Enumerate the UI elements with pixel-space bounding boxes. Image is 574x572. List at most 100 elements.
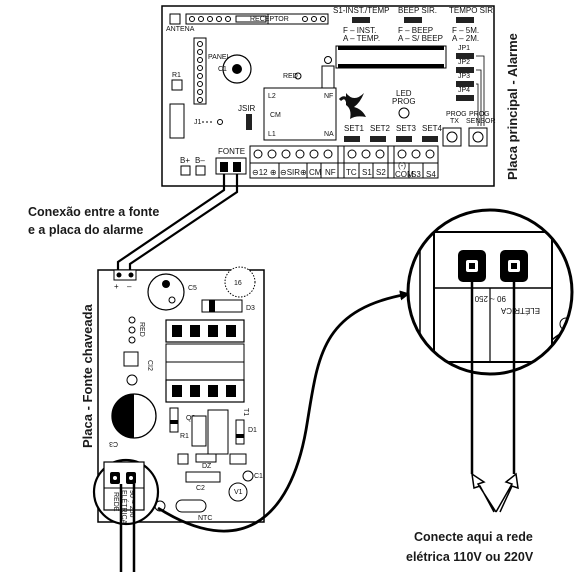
jp-jumpers: [456, 53, 485, 126]
jp2-label: JP2: [458, 59, 470, 66]
psu-rede-label: REDE: [112, 492, 119, 512]
terminal-s1-label: S1: [362, 168, 372, 177]
terminal-com-minus-label: (-): [398, 161, 406, 170]
psu-upper-terminals: [165, 319, 245, 343]
ci2-label: CI2: [146, 360, 153, 371]
psu-eletrica-label: ELÉTRICA: [120, 490, 129, 525]
psu-lower-terminals: [165, 379, 245, 403]
microcontroller-chip: [335, 45, 447, 69]
c3-label: C3: [109, 440, 118, 447]
psu-r1-label: R1: [180, 433, 189, 440]
j1-label: J1: [194, 119, 202, 126]
set3-label: SET3: [396, 124, 417, 133]
fonte-connector: [215, 157, 247, 175]
relay-nf-label: NF: [324, 93, 333, 100]
psu-volt-label: 90 ~ 250: [128, 490, 135, 518]
s1-label: S1-INST./TEMP: [333, 6, 389, 15]
connect-caption-line-1: Conecte aqui a rede: [414, 530, 533, 544]
dz-label: DZ: [202, 463, 212, 470]
relay: [263, 56, 337, 141]
terminal-nf-label: NF: [325, 168, 336, 177]
cm-label: CM: [270, 112, 281, 119]
terminal-cm-label: CM: [309, 168, 322, 177]
psu-board: + – C5 16 D3 RED: [97, 266, 265, 523]
magnified-connector: 90 ~ 250 ELÉTRICA: [406, 208, 574, 376]
zoom-arrow: [157, 290, 410, 533]
psu-c1-label: C1: [254, 473, 263, 480]
terminal-com-label: COM: [395, 170, 414, 179]
receptor-header: [185, 13, 329, 25]
top-jumpers: [352, 17, 474, 23]
set-jumpers: [344, 136, 438, 142]
na-label: NA: [324, 131, 334, 138]
connect-caption-line-2: elétrica 110V ou 220V: [406, 550, 534, 564]
psu-mains-connector: REDE ELÉTRICA 90 ~ 250: [92, 458, 160, 526]
red-connector: [128, 316, 136, 344]
svg-text:16: 16: [234, 280, 242, 287]
terminal-sir-label: ⊖SIR⊕: [280, 168, 307, 177]
psu-minus-label: –: [127, 282, 132, 291]
bminus-label: B–: [195, 156, 205, 165]
connection-caption-line-2: e a placa do alarme: [28, 223, 143, 237]
ntc-label: NTC: [198, 515, 212, 522]
terminal-s2-label: S2: [376, 168, 386, 177]
panel-label: PANEL: [208, 54, 231, 61]
terminal-s3-label: S3: [411, 170, 421, 179]
terminal-block: [249, 145, 439, 179]
d3-label: D3: [246, 305, 255, 312]
alarm-capacitor: [222, 54, 252, 84]
terminal-s4-label: S4: [426, 170, 436, 179]
jp4-label: JP4: [458, 87, 470, 94]
jp3-label: JP3: [458, 73, 470, 80]
caption-arrows: [471, 472, 519, 513]
terminal-12v-label: ⊖12 ⊕: [252, 168, 277, 177]
set2-label: SET2: [370, 124, 391, 133]
red-label: RED: [283, 73, 298, 80]
jsir-label: JSIR: [238, 104, 256, 113]
big-volt-label: 90 ~ 250: [474, 294, 506, 303]
t1-label: T1: [242, 408, 249, 416]
dc-wires: [116, 174, 239, 272]
jsir-jumper: [246, 114, 252, 130]
tempo-f-label: F – 5M.: [452, 26, 479, 35]
tempo-label: TEMPO SIR.: [449, 6, 495, 15]
prog-tx-label-1: PROG: [446, 111, 467, 118]
r1-label: R1: [172, 72, 181, 79]
led-label: LED: [396, 89, 412, 98]
voltage-dial-icon: 16: [224, 266, 256, 298]
s1-a-label: A – TEMP.: [343, 34, 380, 43]
beep-a-label: A – S/ BEEP: [398, 34, 443, 43]
l2-label: L2: [268, 93, 276, 100]
c1-label: C1: [218, 66, 227, 73]
alarm-board-caption: Placa principal - Alarme: [505, 33, 520, 180]
prog-sensor-label-2: SENSOR: [466, 118, 496, 125]
set4-label: SET4: [422, 124, 443, 133]
psu-main-capacitor: [111, 393, 157, 439]
big-eletrica-label: ELÉTRICA: [500, 306, 540, 315]
alarm-board: ANTENA RECEPTOR S1-INST./TEMP F – INST. …: [161, 5, 496, 187]
fonte-label: FONTE: [218, 147, 245, 156]
receptor-label: RECEPTOR: [250, 16, 289, 23]
prog-tx-button: [442, 127, 462, 147]
connection-caption-line-1: Conexão entre a fonte: [28, 205, 159, 219]
v1-label: V1: [234, 489, 243, 496]
beep-f-label: F – BEEP: [398, 26, 433, 35]
terminal-tc-label: TC: [346, 168, 357, 177]
prog-label: PROG: [392, 97, 416, 106]
prog-sensor-button: [468, 127, 488, 147]
c2-label: C2: [196, 485, 205, 492]
bplus-label: B+: [180, 156, 190, 165]
prog-tx-label-2: TX: [450, 118, 459, 125]
l1-label: L1: [268, 131, 276, 138]
jp1-label: JP1: [458, 45, 470, 52]
brand-logo-icon: [338, 93, 366, 119]
s1-f-label: F – INST.: [343, 26, 376, 35]
tempo-a-label: A – 2M.: [452, 34, 479, 43]
d1-label: D1: [248, 427, 257, 434]
c5-label: C5: [188, 285, 197, 292]
panel-connector: [193, 37, 207, 105]
psu-plus-label: +: [114, 282, 119, 291]
antenna-label: ANTENA: [166, 26, 195, 33]
q2-label: Q2: [186, 415, 195, 422]
